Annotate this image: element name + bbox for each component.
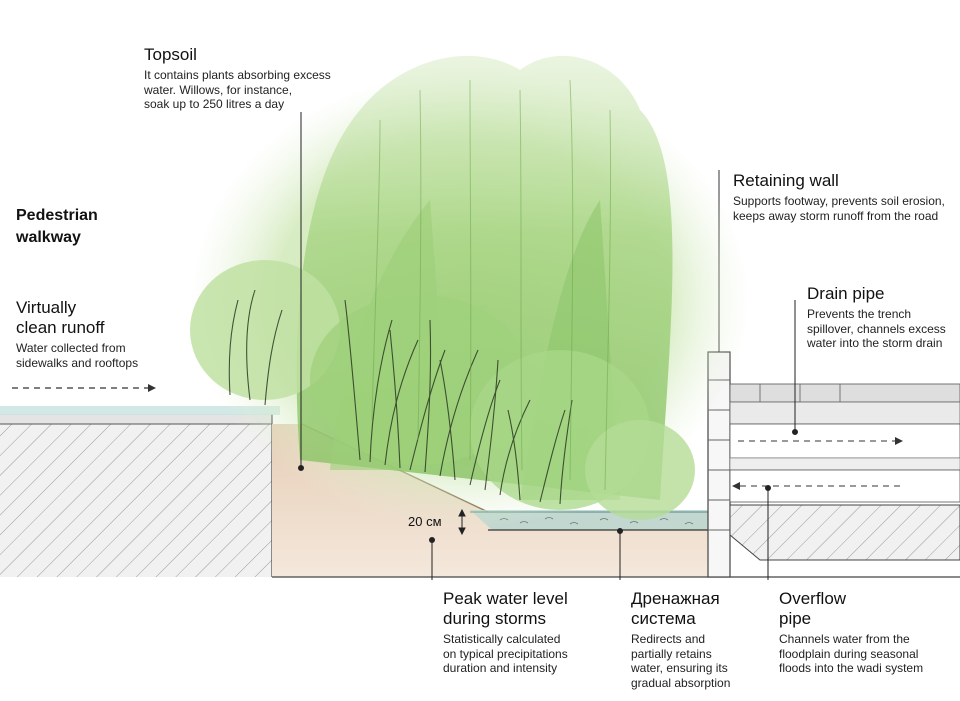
retaining-wall-text: Supports footway, prevents soil erosion,… xyxy=(733,194,945,223)
overflow-title: Overflow pipe xyxy=(779,589,847,628)
drain-pipe-label: Drain pipe Prevents the trench spillover… xyxy=(807,284,957,351)
retaining-wall-title: Retaining wall xyxy=(733,171,839,190)
depth-label: 20 см xyxy=(408,514,442,529)
runoff-text: Water collected from sidewalks and rooft… xyxy=(16,341,139,370)
leader-lines xyxy=(298,112,798,580)
sidewalk-slab xyxy=(0,414,273,577)
topsoil-label: Topsoil It contains plants absorbing exc… xyxy=(144,45,344,112)
runoff-water xyxy=(0,384,280,415)
vegetation xyxy=(190,55,750,530)
overflow-text: Channels water from the floodplain durin… xyxy=(779,632,924,675)
road-structure xyxy=(729,383,960,561)
overflow-label: Overflow pipe Channels water from the fl… xyxy=(779,589,957,676)
topsoil-title: Topsoil xyxy=(144,45,197,64)
retaining-wall-label: Retaining wall Supports footway, prevent… xyxy=(733,171,958,223)
peak-water-text: Statistically calculated on typical prec… xyxy=(443,632,568,675)
topsoil-text: It contains plants absorbing excess wate… xyxy=(144,68,331,111)
drain-pipe-text: Prevents the trench spillover, channels … xyxy=(807,307,946,350)
peak-water-title: Peak water level during storms xyxy=(443,589,568,628)
runoff-title: Virtually clean runoff xyxy=(16,298,105,337)
peak-water-label: Peak water level during storms Statistic… xyxy=(443,589,613,676)
drainage-title: Дренажная система xyxy=(631,589,720,628)
depth-marker xyxy=(458,508,466,536)
drainage-label: Дренажная система Redirects and partiall… xyxy=(631,589,761,690)
drain-pipe-title: Drain pipe xyxy=(807,284,885,303)
pedestrian-label: Pedestrian walkway xyxy=(16,205,166,249)
drainage-text: Redirects and partially retains water, e… xyxy=(631,632,731,690)
runoff-label: Virtually clean runoff Water collected f… xyxy=(16,298,186,370)
pedestrian-title: Pedestrian walkway xyxy=(16,207,98,246)
